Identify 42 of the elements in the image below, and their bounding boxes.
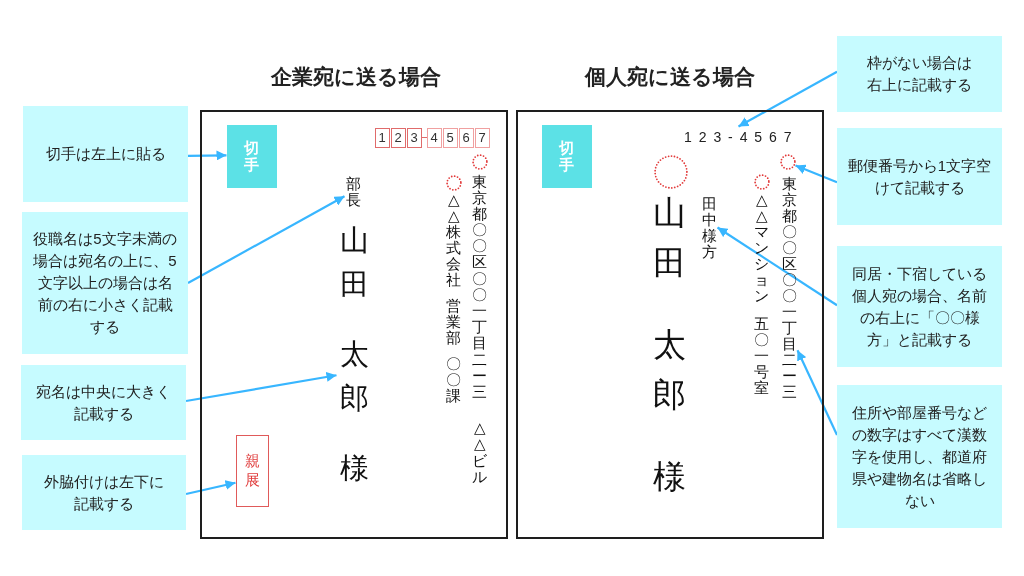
- arrow: [187, 195, 346, 284]
- address-text: △△株式会社営業部〇〇課: [445, 191, 462, 404]
- callout-note: 役職名は5文字未満の場合は宛名の上に、5文字以上の場合は名前の右に小さく記載する: [22, 212, 188, 354]
- callout-note: 宛名は中央に大きく記載する: [21, 365, 186, 440]
- care-of-name: 田中様方: [701, 195, 718, 260]
- heading: 個人宛に送る場合: [584, 63, 755, 89]
- arrow: [188, 150, 227, 161]
- dotted-circle-icon: [653, 154, 688, 189]
- callout-note: 切手は左上に貼る: [23, 106, 188, 202]
- stamp-area: 切手: [226, 124, 277, 188]
- postal-digit: 3: [406, 127, 422, 148]
- arrow: [185, 480, 236, 496]
- recipient-name: 山田太郎様: [336, 217, 373, 490]
- recipient-name: 山田太郎様: [652, 193, 687, 497]
- postal-digit: 1: [374, 127, 390, 148]
- arrow: [795, 164, 838, 184]
- address-text: 東京都〇〇区〇〇一丁目二ー三: [781, 175, 798, 400]
- address-text: △△マンション五〇一号室: [753, 191, 770, 396]
- postal-digit: 5: [442, 127, 458, 148]
- dotted-circle-icon: [753, 173, 770, 190]
- postal-code: 1 2 3 - 4 5 6 7: [679, 126, 798, 147]
- address-text: 東京都〇〇区〇〇一丁目二ー三 △△ビル: [471, 173, 488, 485]
- arrow: [716, 226, 838, 307]
- callout-note: 枠がない場合は右上に記載する: [837, 36, 1002, 112]
- postal-digit: 7: [474, 127, 490, 148]
- arrow: [737, 70, 838, 128]
- callout-note: 郵便番号から1文字空けて記載する: [837, 128, 1002, 225]
- callout-note: 住所や部屋番号などの数字はすべて漢数字を使用し、都道府県や建物名は省略しない: [837, 385, 1002, 528]
- postal-digit: 2: [390, 127, 406, 148]
- arrow: [185, 372, 337, 403]
- callout-note: 外脇付けは左下に記載する: [22, 455, 186, 530]
- job-title: 部長: [344, 175, 363, 208]
- dotted-circle-icon: [445, 174, 462, 191]
- stamp-area: 切手: [541, 124, 592, 188]
- heading: 企業宛に送る場合: [270, 63, 441, 89]
- dotted-circle-icon: [779, 153, 796, 170]
- arrow: [796, 349, 838, 436]
- dotted-circle-icon: [471, 153, 488, 170]
- postal-digit: 4: [426, 127, 442, 148]
- envelope-notation: 親展: [235, 434, 269, 507]
- postal-digit: 6: [458, 127, 474, 148]
- callout-note: 同居・下宿している個人宛の場合、名前の右上に「〇〇様方」と記載する: [837, 246, 1002, 367]
